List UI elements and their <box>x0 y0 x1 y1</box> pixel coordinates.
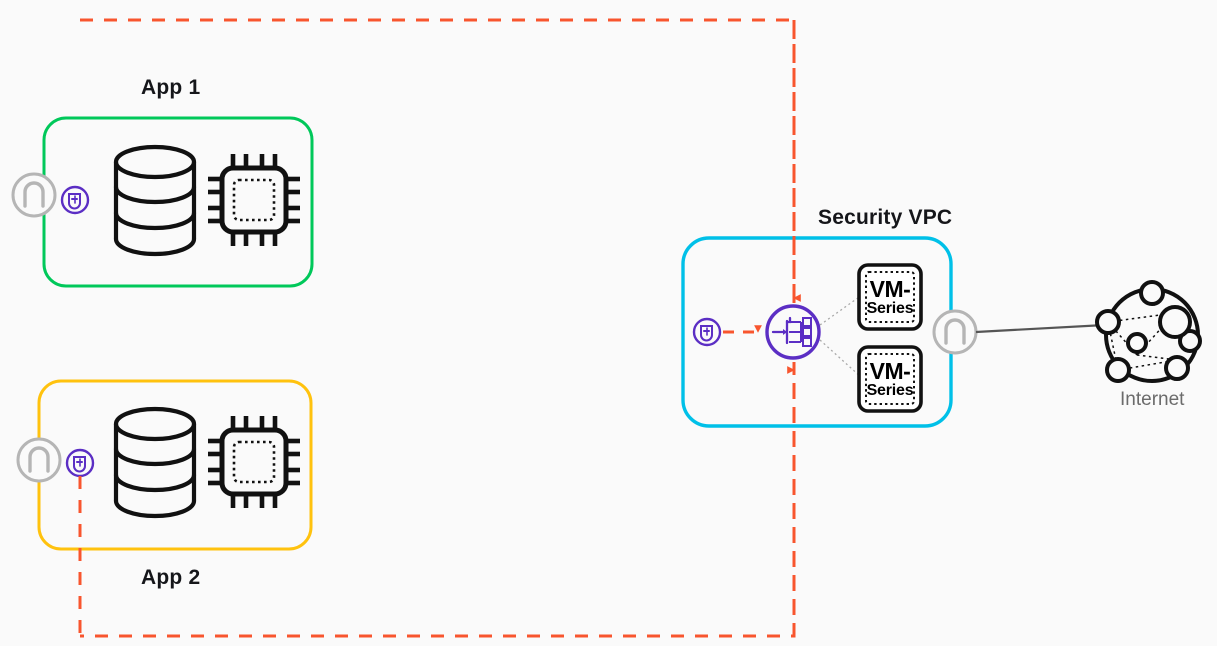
zone-app2[interactable] <box>16 379 313 636</box>
lb-to-firewall1-connector <box>819 294 863 326</box>
firewall-vm-series-1[interactable] <box>857 263 923 331</box>
internet-globe-icon[interactable] <box>1095 280 1202 383</box>
traffic-flow-boundary <box>80 18 796 638</box>
app1-gateway-arch-icon[interactable] <box>11 172 57 218</box>
zone-security-vpc[interactable] <box>681 236 978 428</box>
vpc-gateway-arch-icon[interactable] <box>932 309 978 355</box>
app2-cpu-chip-icon <box>208 416 300 508</box>
load-balancer-icon[interactable] <box>765 304 821 360</box>
app2-database-cylinder-icon <box>113 406 197 519</box>
app1-cpu-chip-icon <box>208 154 300 246</box>
app2-gateway-arch-icon[interactable] <box>16 437 62 483</box>
app2-shield-endpoint-icon[interactable] <box>65 448 95 478</box>
firewall-vm-series-2[interactable] <box>857 345 923 413</box>
app1-database-cylinder-icon <box>113 144 197 257</box>
vpc-to-internet-link <box>975 323 1106 334</box>
zone-app1[interactable] <box>11 116 314 288</box>
vpc-shield-endpoint-icon[interactable] <box>692 317 722 347</box>
app1-shield-endpoint-icon[interactable] <box>60 185 90 215</box>
